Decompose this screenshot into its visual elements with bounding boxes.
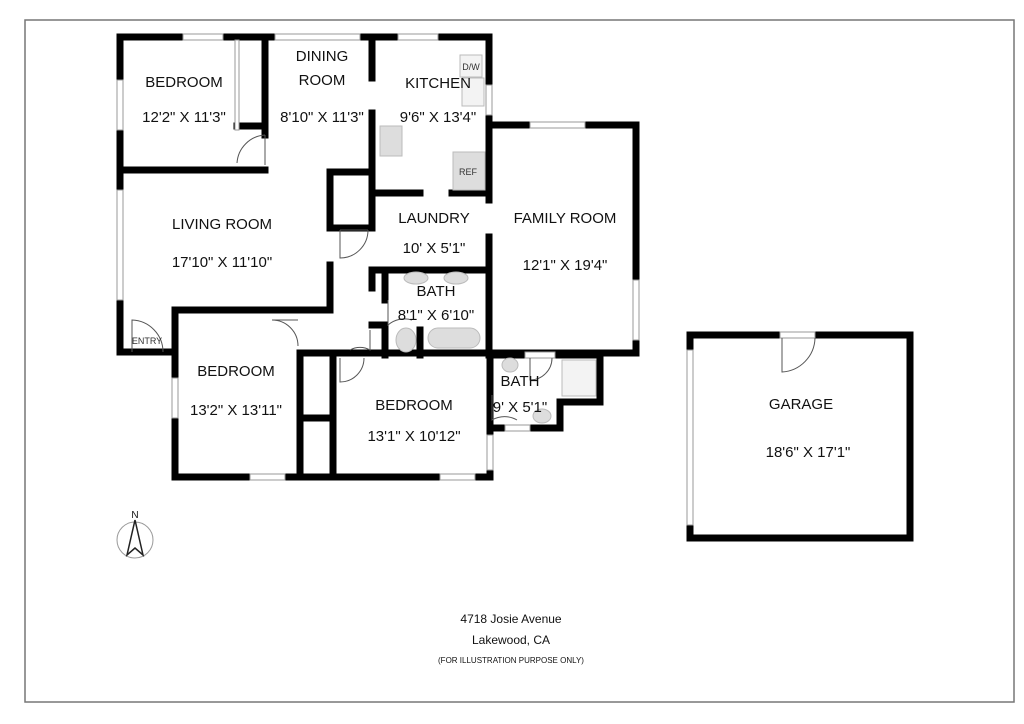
sink-icon: [461, 77, 485, 107]
doors: [131, 134, 816, 421]
sink-icon: [403, 271, 429, 285]
entry-label: ENTRY: [132, 336, 162, 346]
kitchen-size: 9'6" X 13'4": [400, 109, 476, 126]
city-line: Lakewood, CA: [472, 633, 550, 647]
laundry-name: LAUNDRY: [398, 210, 469, 227]
toilet-icon: [501, 357, 519, 373]
bedroom2-size: 13'2" X 13'11": [190, 402, 282, 419]
dining-name-2: ROOM: [299, 72, 346, 89]
compass-north-label: N: [131, 510, 138, 521]
bath2-name: BATH: [501, 373, 540, 390]
disclaimer: (FOR ILLUSTRATION PURPOSE ONLY): [438, 656, 584, 665]
stove-icon: [379, 125, 403, 157]
bedroom2-name: BEDROOM: [197, 363, 275, 380]
bedroom1-size: 12'2" X 11'3": [142, 109, 226, 126]
kitchen-name: KITCHEN: [405, 75, 471, 92]
bath1-size: 8'1" X 6'10": [398, 307, 474, 324]
living-name: LIVING ROOM: [172, 216, 272, 233]
living-size: 17'10" X 11'10": [172, 254, 272, 271]
laundry-size: 10' X 5'1": [403, 240, 466, 257]
bathtub-icon: [427, 327, 481, 349]
family-name: FAMILY ROOM: [514, 210, 617, 227]
bedroom1-name: BEDROOM: [145, 74, 223, 91]
sink-icon: [443, 271, 469, 285]
compass: N: [116, 510, 154, 559]
bath1-name: BATH: [417, 283, 456, 300]
garage-name: GARAGE: [769, 396, 833, 413]
garage-size: 18'6" X 17'1": [766, 444, 851, 461]
bedroom3-name: BEDROOM: [375, 397, 453, 414]
sink-icon: [532, 408, 552, 424]
refrigerator-icon: [452, 151, 486, 191]
walls: [116, 33, 914, 542]
dining-name-1: DINING: [296, 48, 349, 65]
bedroom3-size: 13'1" X 10'12": [367, 428, 460, 445]
refrigerator-label: REF: [459, 167, 478, 177]
page-frame: [24, 19, 1015, 703]
dishwasher-label: D/W: [462, 62, 480, 72]
toilet-icon: [395, 327, 417, 353]
dining-size: 8'10" X 11'3": [280, 109, 364, 126]
fixtures: [379, 54, 597, 424]
address-line: 4718 Josie Avenue: [460, 612, 562, 626]
windows: [116, 33, 816, 526]
bath2-size: 9' X 5'1": [493, 399, 547, 416]
shower-icon: [561, 359, 597, 397]
family-size: 12'1" X 19'4": [523, 257, 608, 274]
